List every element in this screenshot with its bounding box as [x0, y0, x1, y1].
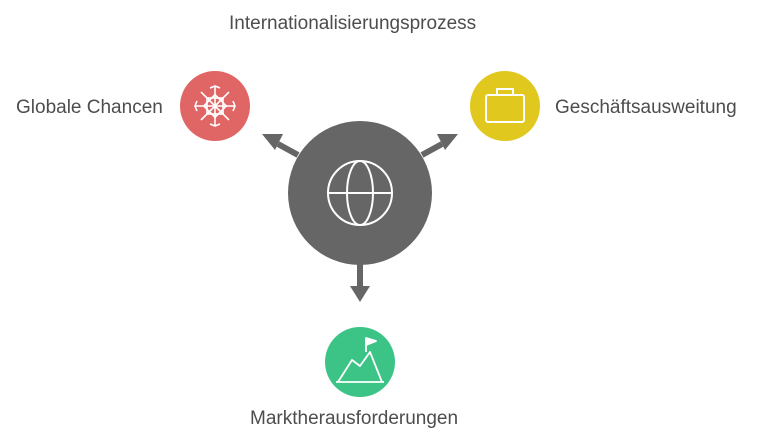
globe-icon: [327, 160, 393, 226]
arrow-to-bottom: [350, 264, 370, 302]
node-global-opportunities: [180, 71, 250, 141]
snowflake-burst-icon: [194, 85, 236, 127]
briefcase-icon: [485, 88, 525, 123]
node-label-business-expansion: Geschäftsausweitung: [555, 97, 737, 118]
node-business-expansion: [470, 71, 540, 141]
arrow-to-left: [262, 134, 300, 158]
center-node: [288, 121, 432, 265]
arrow-to-right: [420, 134, 458, 158]
node-market-challenges: [325, 327, 395, 397]
diagram-title: Internationalisierungsprozess: [229, 13, 477, 34]
mountain-flag-icon: [336, 337, 384, 383]
node-label-market-challenges: Marktherausforderungen: [250, 408, 459, 429]
node-label-global-opportunities: Globale Chancen: [16, 97, 163, 118]
